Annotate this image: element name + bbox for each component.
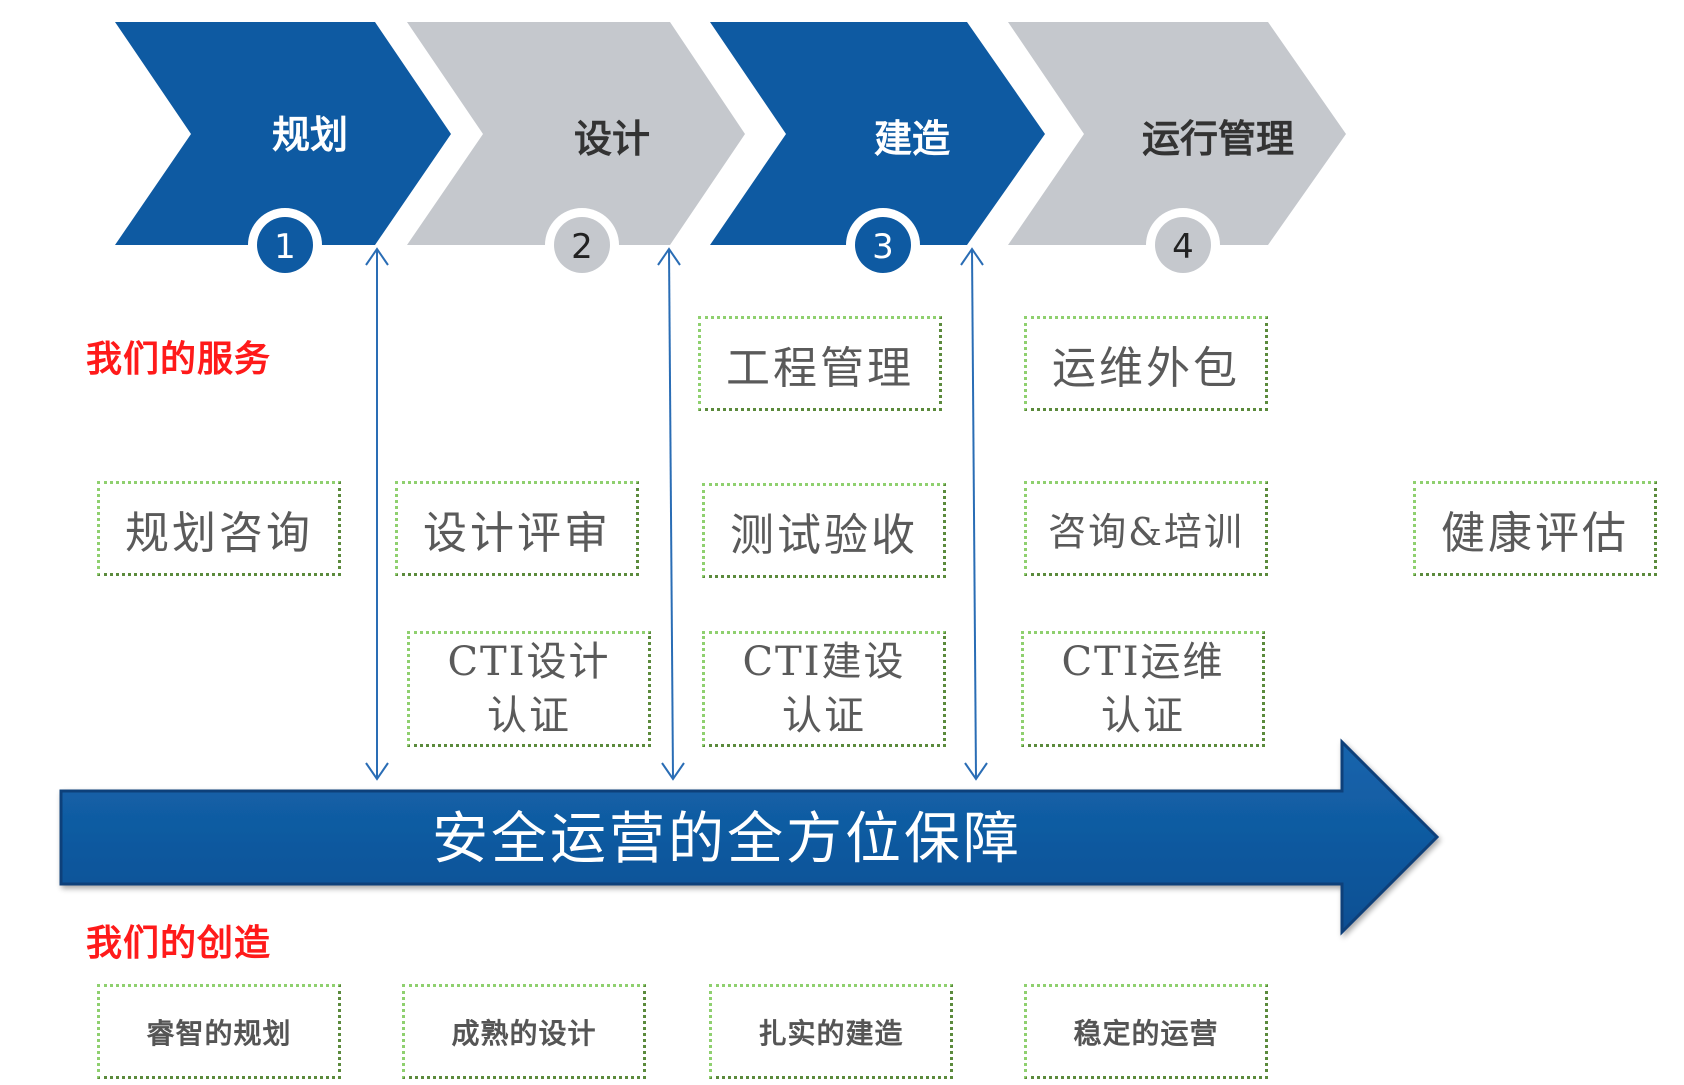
creation-box-planning: 睿智的规划 [97, 984, 341, 1079]
service-testing-acceptance-text: 测试验收 [730, 509, 918, 561]
creation-box-design: 成熟的设计 [402, 984, 646, 1079]
service-cti-operations-line1: CTI运维 [1061, 639, 1225, 685]
phase-chevron-design [407, 22, 745, 245]
service-cti-construction-line1: CTI建设 [742, 639, 906, 685]
phase-label-construction: 建造 [874, 117, 950, 161]
service-box-consulting-training: 咨询&培训 [1024, 481, 1268, 576]
service-cti-operations-line2: 认证 [1101, 693, 1185, 739]
phase-label-planning: 规划 [272, 113, 348, 157]
double-arrow-connector-1 [365, 247, 389, 781]
phase-number-1: 1 [274, 227, 296, 267]
phase-chevron-construction [710, 22, 1045, 245]
phase-number-2: 2 [571, 227, 593, 267]
phase-label-operations: 运行管理 [1142, 117, 1294, 161]
phase-number-badge-2: 2 [545, 208, 619, 282]
service-ops-outsourcing-text: 运维外包 [1052, 342, 1240, 394]
phase-label-design: 设计 [574, 117, 650, 161]
service-box-health-assessment: 健康评估 [1413, 481, 1657, 576]
phase-chevron-operations [1008, 22, 1346, 245]
service-box-planning-consulting: 规划咨询 [97, 481, 341, 576]
phase-number-4: 4 [1172, 227, 1194, 267]
phase-chevron-planning [115, 22, 451, 245]
phase-number-badge-1: 1 [248, 208, 322, 282]
creation-planning-text: 睿智的规划 [146, 1016, 292, 1050]
service-cti-design-line1: CTI设计 [447, 639, 611, 685]
creation-box-construction: 扎实的建造 [709, 984, 953, 1079]
service-cti-design-line2: 认证 [487, 693, 571, 739]
service-planning-consulting-text: 规划咨询 [125, 507, 313, 559]
service-cti-construction-line2: 认证 [782, 693, 866, 739]
creation-box-operations: 稳定的运营 [1024, 984, 1268, 1079]
double-arrow-connector-3 [960, 247, 988, 781]
phase-number-badge-4: 4 [1146, 208, 1220, 282]
service-consulting-training-text: 咨询&培训 [1048, 510, 1244, 554]
creation-operations-text: 稳定的运营 [1073, 1016, 1219, 1050]
service-box-engineering-management: 工程管理 [698, 316, 942, 411]
service-box-cti-construction: CTI建设 认证 [702, 631, 946, 747]
service-box-ops-outsourcing: 运维外包 [1024, 316, 1268, 411]
creation-construction-text: 扎实的建造 [758, 1016, 904, 1050]
main-arrow-text: 安全运营的全方位保障 [432, 807, 1022, 872]
creation-design-text: 成熟的设计 [451, 1016, 597, 1050]
main-arrow [59, 738, 1440, 936]
service-box-design-review: 设计评审 [395, 481, 639, 576]
phase-number-badge-3: 3 [846, 208, 920, 282]
service-engineering-management-text: 工程管理 [726, 342, 914, 394]
creations-section-label: 我们的创造 [86, 923, 272, 964]
double-arrow-connector-2 [657, 247, 685, 781]
services-section-label: 我们的服务 [86, 339, 272, 380]
service-design-review-text: 设计评审 [423, 507, 611, 559]
service-box-cti-operations: CTI运维 认证 [1021, 631, 1265, 747]
service-health-assessment-text: 健康评估 [1441, 507, 1629, 559]
service-box-cti-design: CTI设计 认证 [407, 631, 651, 747]
phase-number-3: 3 [872, 227, 894, 267]
service-box-testing-acceptance: 测试验收 [702, 483, 946, 578]
